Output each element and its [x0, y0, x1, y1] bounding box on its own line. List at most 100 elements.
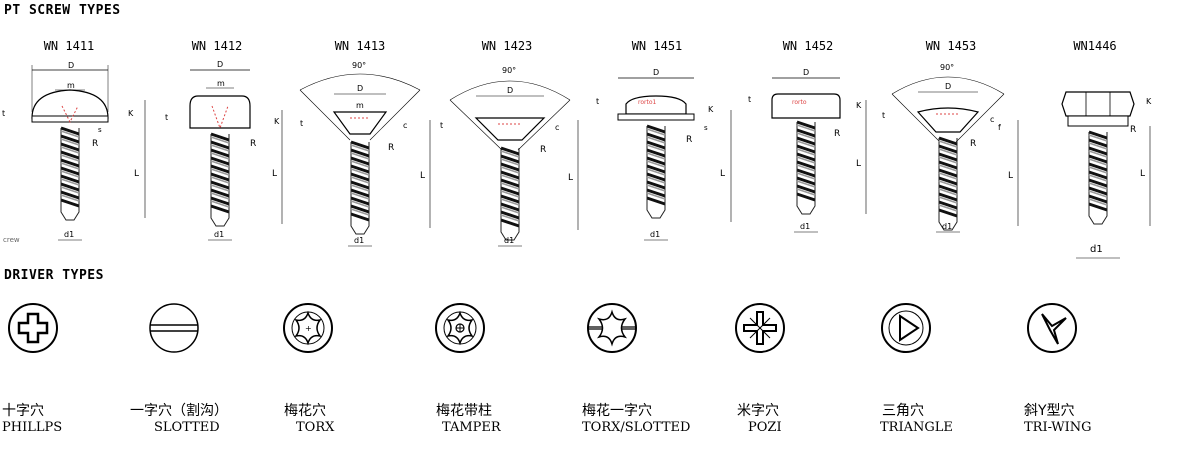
svg-text:f: f: [998, 123, 1001, 132]
svg-text:t: t: [882, 111, 885, 120]
svg-text:L: L: [420, 171, 425, 181]
svg-text:D: D: [357, 84, 363, 93]
svg-text:d1: d1: [64, 230, 74, 239]
driver-zh-triangle: 三角穴: [882, 403, 924, 419]
svg-text:D: D: [507, 86, 513, 95]
svg-text:K: K: [856, 101, 862, 110]
svg-text:R: R: [834, 129, 840, 139]
screw-label-8: WN1446: [1073, 39, 1117, 53]
svg-text:R: R: [970, 139, 976, 149]
driver-zh-phillips: 十字穴: [2, 403, 44, 419]
svg-text:d1: d1: [800, 222, 810, 231]
driver-zh-pozi: 米字穴: [737, 403, 779, 419]
svg-text:R: R: [92, 139, 98, 149]
screw-wn1453: 90° D t c f R L d1: [882, 63, 1019, 233]
screw-label-4: WN 1423: [481, 39, 533, 53]
svg-text:L: L: [856, 159, 861, 169]
phillips-icon: [8, 303, 58, 353]
svg-text:c: c: [403, 121, 407, 130]
svg-text:d1: d1: [942, 222, 952, 231]
driver-en-triangle: TRIANGLE: [880, 420, 953, 435]
screw-wn1413: 90° D m t c R L d1: [299, 61, 431, 247]
tamper-icon: [435, 303, 485, 353]
svg-text:D: D: [653, 68, 659, 77]
driver-en-torx-slotted: TORX/SLOTTED: [582, 420, 691, 435]
driver-zh-torx: 梅花穴: [284, 403, 326, 419]
svg-text:rorto: rorto: [792, 99, 807, 106]
svg-text:t: t: [596, 97, 599, 106]
pozi-icon: [735, 303, 785, 353]
driver-zh-tamper: 梅花带柱: [436, 403, 492, 419]
screw-wn1446: K R L d1: [1061, 91, 1152, 259]
svg-text:c: c: [555, 123, 559, 132]
svg-text:t: t: [748, 95, 751, 104]
driver-en-phillips: PHILLPS: [2, 420, 63, 435]
driver-en-tamper: TAMPER: [442, 420, 501, 435]
svg-text:D: D: [68, 61, 74, 70]
svg-text:d1: d1: [504, 236, 514, 245]
screw-label-1: WN 1411: [43, 39, 95, 53]
svg-text:K: K: [1146, 97, 1152, 106]
svg-text:t: t: [300, 119, 303, 128]
svg-text:R: R: [540, 145, 546, 155]
svg-text:90°: 90°: [940, 63, 954, 72]
screw-label-2: WN 1412: [191, 39, 243, 53]
svg-text:t: t: [440, 121, 443, 130]
svg-text:90°: 90°: [352, 61, 366, 70]
svg-text:t: t: [2, 109, 5, 118]
screw-wn1452: rorto D t K R L d1: [748, 68, 867, 233]
svg-text:D: D: [803, 68, 809, 77]
svg-text:d1: d1: [354, 236, 364, 245]
svg-text:L: L: [720, 169, 725, 179]
torx-slotted-icon: [587, 303, 637, 353]
svg-text:L: L: [1008, 171, 1013, 181]
driver-en-tri-wing: TRI-WING: [1024, 420, 1092, 435]
svg-text:L: L: [568, 173, 573, 183]
svg-text:d1: d1: [1090, 244, 1103, 255]
screw-types-title: PT SCREW TYPES: [4, 3, 121, 18]
svg-text:K: K: [708, 105, 714, 114]
svg-text:m: m: [217, 79, 225, 88]
screw-label-7: WN 1453: [925, 39, 977, 53]
svg-text:R: R: [250, 139, 256, 149]
driver-en-pozi: POZI: [748, 420, 782, 435]
svg-text:R: R: [1130, 125, 1136, 135]
svg-text:d1: d1: [214, 230, 224, 239]
driver-types-title: DRIVER TYPES: [4, 268, 104, 283]
screw-label-5: WN 1451: [631, 39, 683, 53]
svg-text:K: K: [274, 117, 280, 126]
svg-text:90°: 90°: [502, 66, 516, 75]
svg-text:L: L: [1140, 169, 1145, 179]
screw-drawings: D m t K s R L d1 D m t K R L d1 90°: [2, 60, 1152, 259]
svg-text:m: m: [67, 81, 75, 90]
svg-text:s: s: [98, 126, 102, 134]
slotted-icon: [149, 303, 199, 353]
svg-text:s: s: [704, 124, 708, 132]
driver-en-slotted: SLOTTED: [154, 420, 220, 435]
svg-text:L: L: [272, 169, 277, 179]
svg-text:R: R: [686, 135, 692, 145]
svg-text:R: R: [388, 143, 394, 153]
svg-text:t: t: [165, 113, 168, 122]
screw-wn1411: D m t K s R L d1: [2, 61, 146, 241]
driver-zh-torx-slotted: 梅花一字穴: [582, 403, 652, 419]
watermark-note: crew: [3, 236, 20, 244]
screw-wn1423: 90° D t c R L d1: [440, 66, 579, 247]
svg-text:L: L: [134, 169, 139, 179]
torx-icon: +: [283, 303, 333, 353]
svg-text:c: c: [990, 115, 994, 124]
svg-text:d1: d1: [650, 230, 660, 239]
screw-label-6: WN 1452: [782, 39, 834, 53]
screw-wn1412: D m t K R L d1: [165, 60, 283, 241]
svg-text:D: D: [945, 82, 951, 91]
svg-text:+: +: [305, 324, 312, 333]
tri-wing-icon: [1027, 303, 1077, 353]
triangle-icon: [881, 303, 931, 353]
driver-zh-slotted: 一字穴（割沟）: [130, 403, 228, 419]
screw-label-3: WN 1413: [334, 39, 386, 53]
svg-text:m: m: [356, 101, 364, 110]
svg-text:D: D: [217, 60, 223, 69]
screw-wn1451: rorto1 D t K s R L d1: [596, 68, 732, 241]
driver-zh-tri-wing: 斜Y型穴: [1024, 403, 1075, 419]
svg-text:K: K: [128, 109, 134, 118]
